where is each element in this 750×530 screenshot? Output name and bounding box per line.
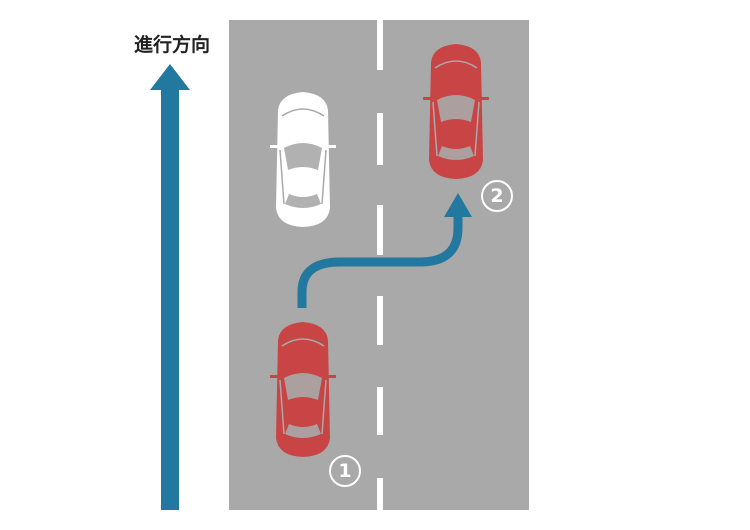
marker-1: 1 <box>329 455 361 487</box>
direction-label: 進行方向 <box>133 34 210 56</box>
red-car-after <box>422 43 490 180</box>
travel-direction-arrow <box>150 64 190 510</box>
red-car-before <box>269 321 337 458</box>
lane-change-arrow <box>297 193 472 308</box>
lane-divider <box>377 20 383 510</box>
marker-2: 2 <box>481 180 513 212</box>
white-car <box>269 91 337 228</box>
